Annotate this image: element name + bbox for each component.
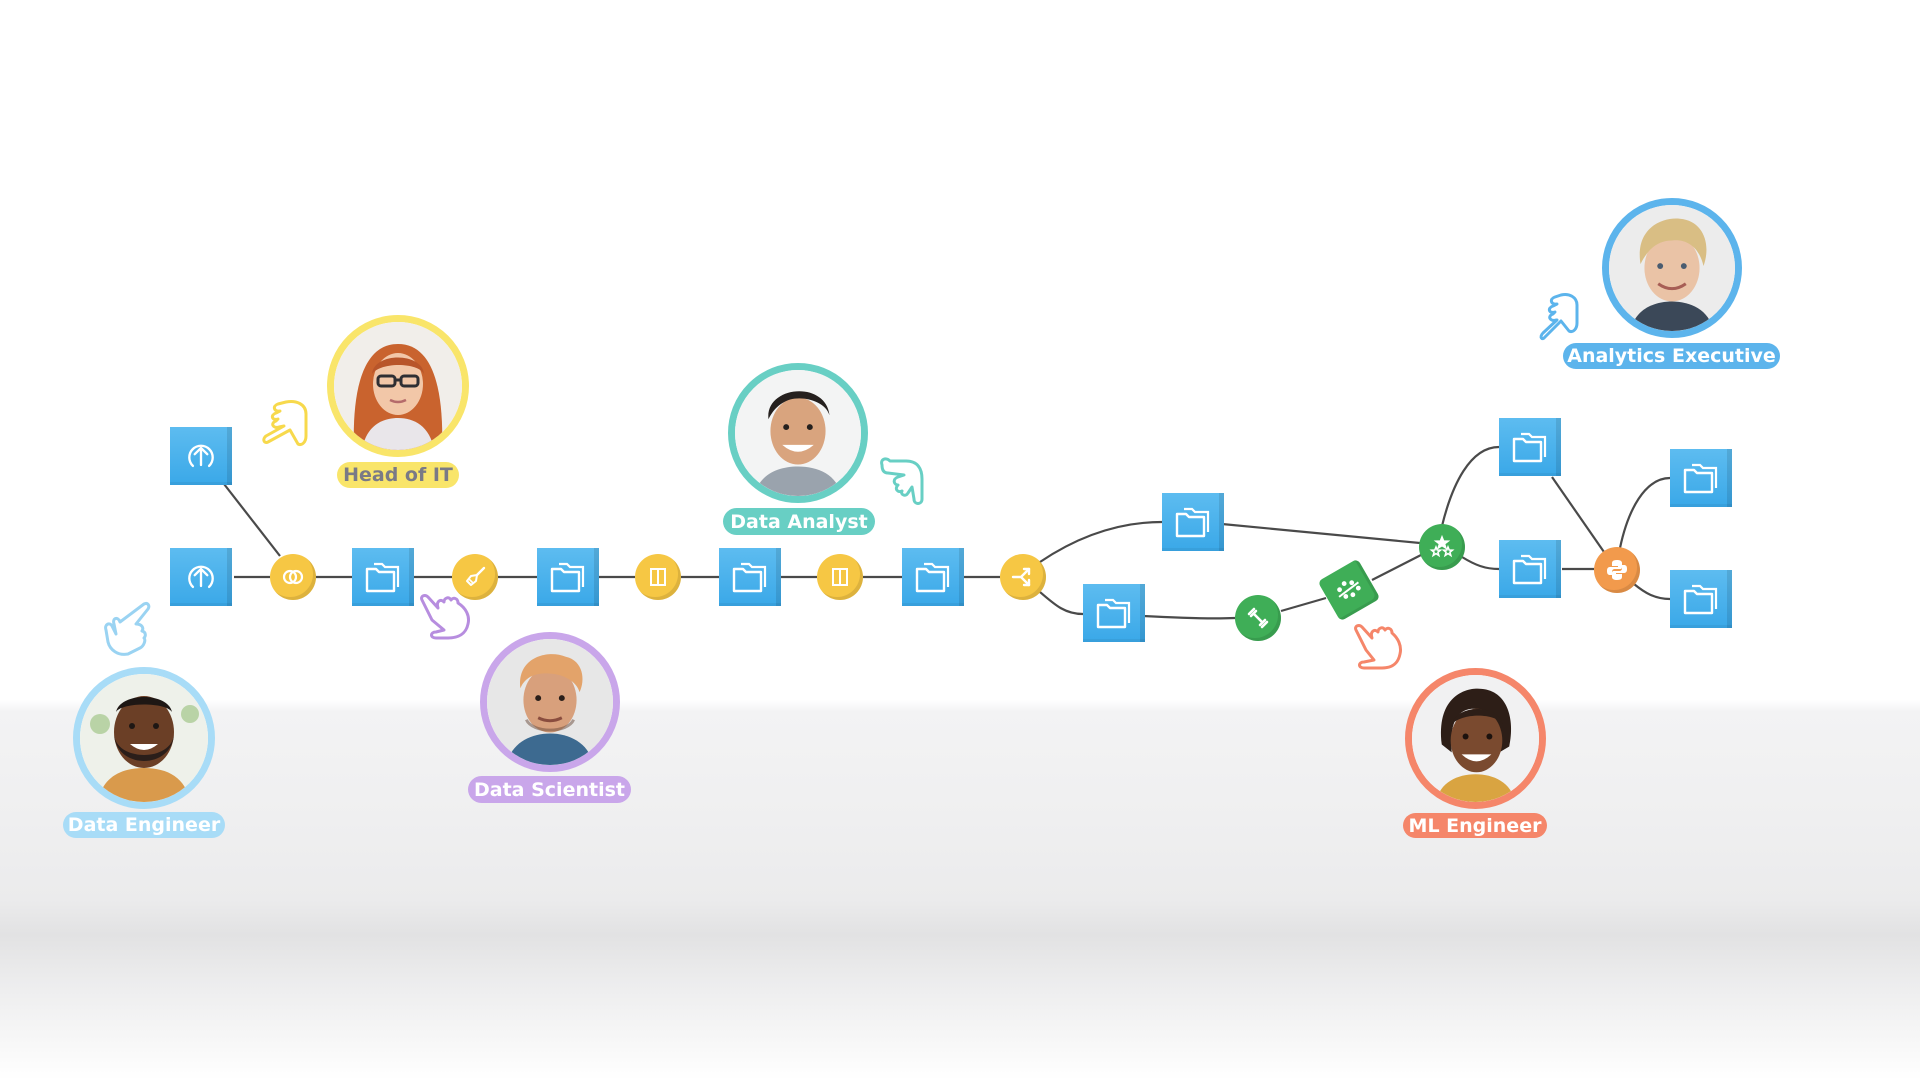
folder-icon (1683, 584, 1718, 615)
avatar-analytics-executive (1602, 198, 1742, 338)
folder-icon (365, 562, 400, 593)
dataset-node[interactable] (1499, 418, 1561, 476)
split-icon (1011, 567, 1031, 587)
avatar-ml-engineer (1405, 668, 1546, 809)
folder-icon (550, 562, 585, 593)
pointer-hand-icon (878, 455, 926, 505)
prepare-recipe-node[interactable] (452, 554, 498, 600)
folder-icon (1512, 432, 1547, 463)
dumbbell-icon (1247, 607, 1269, 629)
python-recipe-node[interactable] (1594, 547, 1640, 593)
pointer-hand-icon (418, 594, 476, 640)
avatar-head-of-it (327, 315, 469, 457)
persona-label-data-engineer: Data Engineer (63, 812, 225, 838)
dataset-node[interactable] (537, 548, 599, 606)
pointer-hand-icon (1352, 624, 1404, 670)
score-node[interactable] (1419, 524, 1465, 570)
avatar-data-scientist (480, 632, 620, 772)
dataset-node[interactable] (352, 548, 414, 606)
model-icon (1337, 580, 1361, 599)
pointer-hand-icon (104, 600, 152, 656)
dataset-node[interactable] (1499, 540, 1561, 598)
upload-dataset-node[interactable] (170, 548, 232, 606)
join-recipe-node[interactable] (270, 554, 316, 600)
folder-icon (732, 562, 767, 593)
person-photo-icon (1609, 205, 1735, 331)
pointer-hand-icon (262, 396, 318, 448)
train-node[interactable] (1235, 595, 1281, 641)
person-photo-icon (1412, 675, 1539, 802)
folder-icon (915, 562, 950, 593)
persona-label-head-of-it: Head of IT (337, 462, 459, 488)
model-node[interactable] (1317, 558, 1381, 622)
avatar-data-analyst (728, 363, 868, 503)
dataset-node[interactable] (1083, 584, 1145, 642)
persona-label-ml-engineer: ML Engineer (1403, 813, 1547, 838)
columns-icon (832, 568, 848, 586)
pointer-hand-icon (1539, 291, 1585, 343)
broom-icon (466, 566, 486, 586)
persona-label-analytics-executive: Analytics Executive (1563, 343, 1780, 369)
person-photo-icon (735, 370, 861, 496)
dataset-node[interactable] (902, 548, 964, 606)
avatar-data-engineer (73, 667, 215, 809)
output-dataset-node[interactable] (1670, 449, 1732, 507)
person-photo-icon (487, 639, 613, 765)
person-photo-icon (80, 674, 208, 802)
window-recipe-node[interactable] (817, 554, 863, 600)
folder-icon (1096, 598, 1131, 629)
upload-icon (188, 444, 214, 468)
upload-icon (188, 565, 214, 589)
join-icon (282, 569, 304, 585)
stars-icon (1429, 534, 1455, 558)
split-recipe-node[interactable] (1000, 554, 1046, 600)
person-photo-icon (334, 322, 462, 450)
columns-icon (650, 568, 666, 586)
folder-icon (1512, 554, 1547, 585)
python-icon (1607, 560, 1627, 580)
folder-icon (1175, 507, 1210, 538)
dataset-node[interactable] (1162, 493, 1224, 551)
persona-label-data-scientist: Data Scientist (468, 776, 631, 803)
persona-label-data-analyst: Data Analyst (723, 508, 875, 535)
upload-dataset-node[interactable] (170, 427, 232, 485)
output-dataset-node[interactable] (1670, 570, 1732, 628)
dataset-node[interactable] (719, 548, 781, 606)
folder-icon (1683, 463, 1718, 494)
window-recipe-node[interactable] (635, 554, 681, 600)
